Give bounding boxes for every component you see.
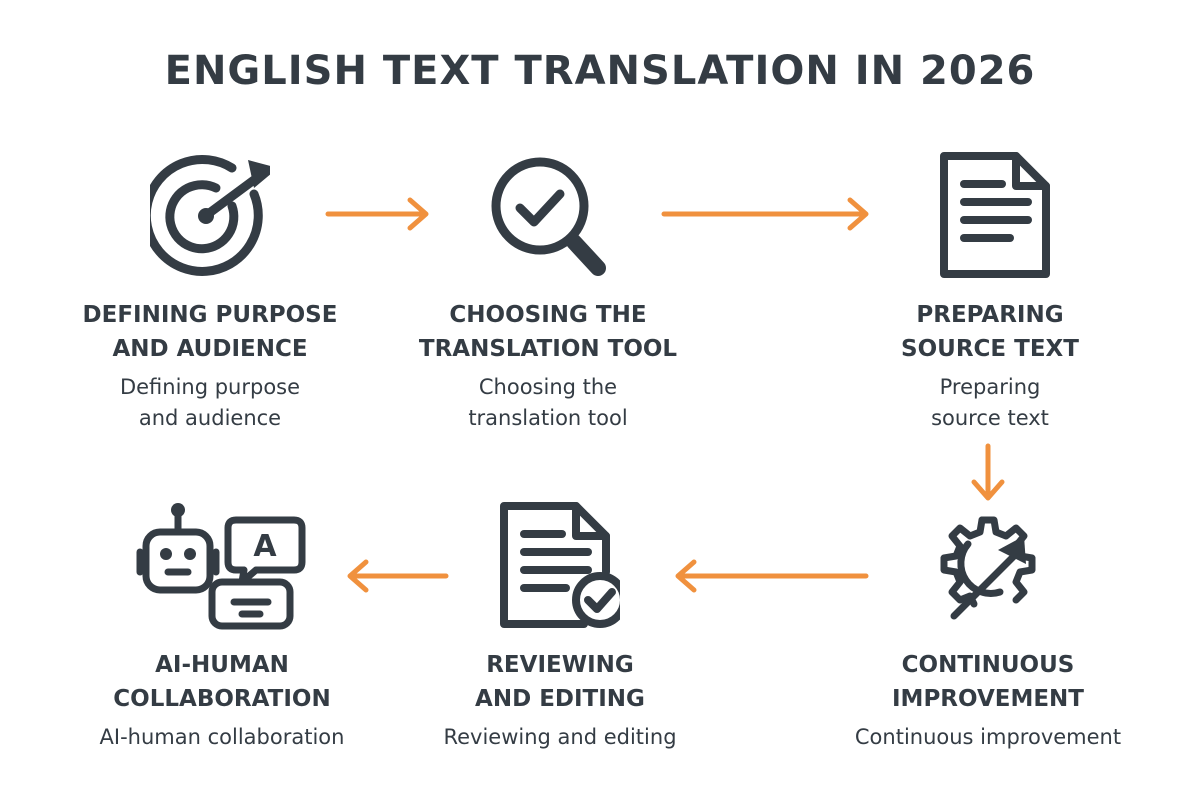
arrow-review-to-ai: [347, 559, 449, 593]
step-heading: PREPARING SOURCE TEXT: [901, 302, 1079, 362]
target-arrow-icon: [150, 154, 270, 276]
step-description: Preparing source text: [931, 375, 1049, 430]
step-heading: AI-HUMAN COLLABORATION: [113, 652, 331, 712]
gear-arrow-icon: [940, 516, 1036, 620]
robot-chat-icon: A: [136, 503, 306, 630]
step-heading: DEFINING PURPOSE AND AUDIENCE: [82, 302, 338, 362]
step-heading: CONTINUOUS IMPROVEMENT: [892, 652, 1084, 712]
arrow-source-to-improve: [971, 443, 1005, 501]
step-description: Continuous improvement: [854, 725, 1122, 749]
diagram-title: ENGLISH TEXT TRANSLATION IN 2026: [164, 48, 1036, 94]
arrow-improve-to-review: [675, 559, 869, 593]
chat-letter: A: [253, 529, 277, 564]
magnifier-check-icon: [491, 157, 606, 276]
arrow-purpose-to-tool: [325, 197, 429, 231]
step-description: AI-human collaboration: [99, 725, 345, 749]
step-description: Defining purpose and audience: [119, 375, 301, 430]
step-description: Choosing the translation tool: [468, 375, 628, 430]
document-icon: [940, 152, 1050, 278]
step-heading: CHOOSING THE TRANSLATION TOOL: [418, 302, 678, 362]
step-heading: REVIEWING AND EDITING: [475, 652, 645, 712]
arrow-tool-to-source: [661, 197, 869, 231]
document-check-icon: [500, 502, 620, 628]
step-description: Reviewing and editing: [443, 725, 677, 749]
